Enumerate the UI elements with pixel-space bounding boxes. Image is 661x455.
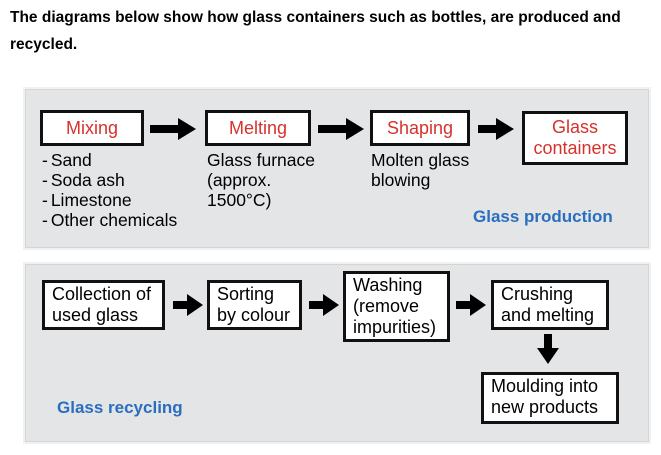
melting-stage-note: Glass furnace (approx. 1500°C) — [207, 150, 315, 210]
ingredient-limestone: Limestone — [42, 190, 177, 210]
arrow-right-icon — [309, 294, 339, 316]
arrow-right-icon — [173, 294, 203, 316]
melting-stage-box: Melting — [205, 110, 311, 146]
arrow-right-icon — [478, 118, 514, 140]
glass-production-caption: Glass production — [473, 207, 613, 226]
glass-containers-stage-box: Glass containers — [522, 111, 628, 165]
shaping-stage-note: Molten glass blowing — [371, 150, 470, 190]
glass-production-panel: Mixing Sand Soda ash Limestone Other che… — [25, 89, 649, 248]
mixing-ingredients-list: Sand Soda ash Limestone Other chemicals — [42, 150, 177, 230]
arrow-down-icon — [537, 334, 559, 364]
crushing-stage-box: Crushing and melting — [491, 280, 609, 330]
diagram-heading: The diagrams below show how glass contai… — [10, 9, 621, 53]
arrow-right-icon — [456, 294, 486, 316]
arrow-right-icon — [150, 118, 196, 140]
moulding-stage-box: Moulding into new products — [481, 372, 619, 424]
ingredient-other-chemicals: Other chemicals — [42, 210, 177, 230]
sorting-stage-box: Sorting by colour — [207, 280, 302, 330]
collection-stage-box: Collection of used glass — [42, 280, 165, 330]
ingredient-sand: Sand — [42, 150, 177, 170]
arrow-right-icon — [318, 118, 364, 140]
mixing-stage-box: Mixing — [40, 110, 144, 146]
glass-recycling-panel: Collection of used glass Sorting by colo… — [25, 264, 649, 442]
shaping-stage-box: Shaping — [370, 110, 470, 146]
glass-recycling-caption: Glass recycling — [57, 398, 183, 417]
ingredient-soda-ash: Soda ash — [42, 170, 177, 190]
washing-stage-box: Washing (remove impurities) — [343, 271, 450, 342]
